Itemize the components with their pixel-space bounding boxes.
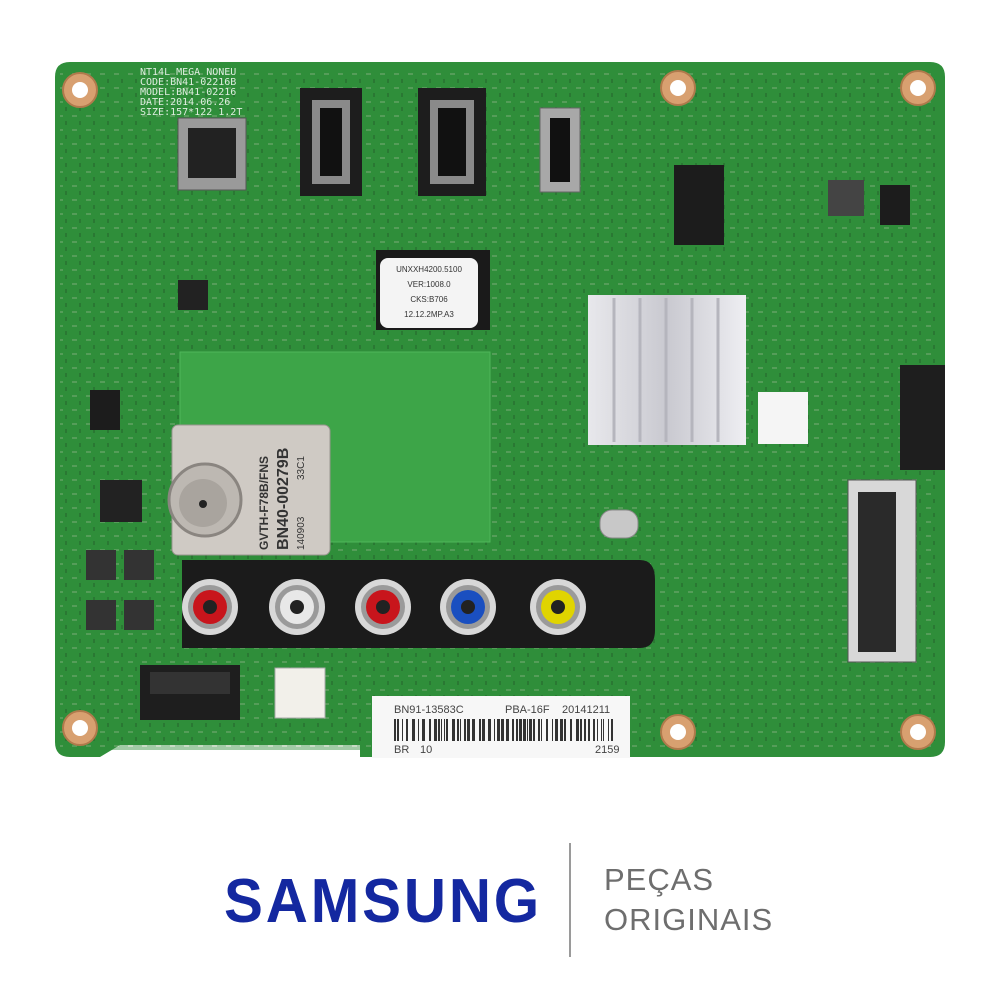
svg-text:SAMSUNG: SAMSUNG (224, 867, 542, 932)
divider (569, 843, 571, 957)
hdmi-port-2 (418, 88, 486, 196)
rca-jack (355, 579, 411, 635)
silkscreen-text: SIZE:157*122 1.2T (140, 107, 242, 118)
chip-label-line: VER:1008.0 (407, 280, 451, 289)
label-date: 20141211 (562, 704, 610, 716)
chip-label-line: UNXXH4200.5100 (396, 265, 462, 274)
usb-port (539, 107, 581, 193)
tagline-line1: PEÇAS (604, 862, 715, 897)
speaker-connector (274, 667, 326, 719)
rca-jacks (182, 579, 586, 635)
barcode-label: BN91-13583C PBA-16F 20141211 BR 10 2159 (372, 696, 630, 758)
hdmi-port-1 (300, 88, 362, 196)
tuner-module: GVTH-F78B/FNS BN40-00279B 140903 33C1 (167, 424, 331, 556)
chip-label-line: CKS:B706 (410, 295, 448, 304)
label-region: BR (394, 744, 409, 756)
label-pba: PBA-16F (505, 704, 550, 716)
tagline: PEÇAS ORIGINAIS (604, 860, 773, 940)
rca-jack (182, 579, 238, 635)
label-part-number: BN91-13583C (394, 704, 464, 716)
chip-label-line: 12.12.2MP.A3 (404, 310, 454, 319)
mounting-holes (62, 70, 936, 750)
silkscreen-text: DATE:2014.06.26 (140, 97, 230, 108)
rca-jack (269, 579, 325, 635)
tuner-model: GVTH-F78B/FNS (257, 456, 271, 550)
rca-jack (530, 579, 586, 635)
silkscreen-text: CODE:BN41-02216B (140, 77, 236, 88)
rca-jack (440, 579, 496, 635)
side-connector (900, 365, 945, 470)
samsung-logo: SAMSUNG (224, 867, 542, 932)
tuner-part: BN40-00279B (275, 448, 292, 550)
silkscreen-text: NT14L_MEGA_NONEU (140, 67, 236, 78)
label-serial: 2159 (595, 744, 619, 756)
label-rev: 10 (420, 744, 432, 756)
tuner-code: 33C1 (296, 456, 307, 480)
tagline-line2: ORIGINAIS (604, 902, 774, 937)
silkscreen-text: MODEL:BN41-02216 (140, 87, 236, 98)
barcode (394, 719, 613, 741)
tuner-lot: 140903 (296, 516, 307, 550)
